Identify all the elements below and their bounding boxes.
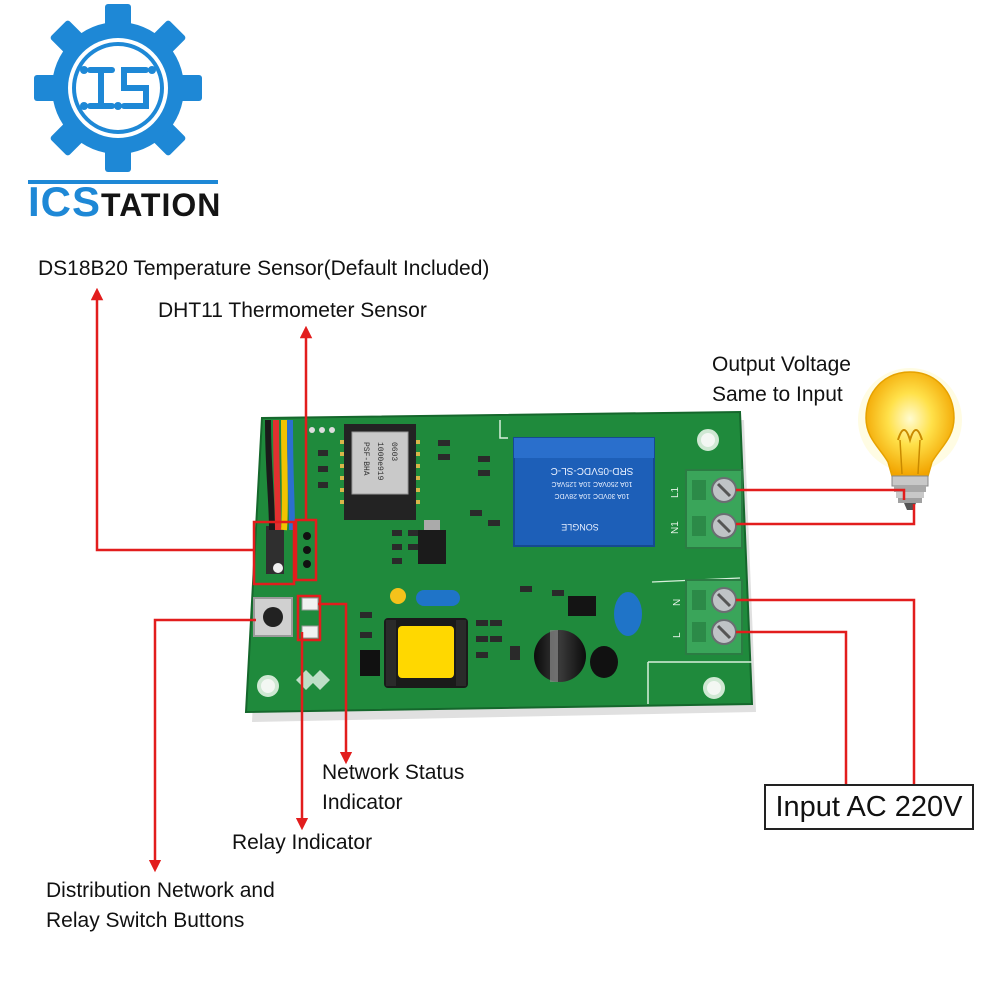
output-wire-1 [736, 488, 906, 500]
output-voltage-line2: Same to Input [712, 383, 843, 406]
input-wire-n [736, 598, 916, 786]
network-status-label: Network Status Indicator [322, 758, 464, 818]
relay-board: PSF-BHA 1000e919 0603 SRD-05VDC-SL-C 10A [244, 410, 756, 722]
input-voltage-label: Input AC 220V [764, 784, 974, 830]
terminal-label-l1: L1 [670, 486, 681, 498]
output-voltage-line1: Output Voltage [712, 353, 851, 376]
ds18b20-label: DS18B20 Temperature Sensor(Default Inclu… [38, 254, 489, 284]
network-status-line1: Network Status [322, 761, 465, 784]
buttons-label: Distribution Network and Relay Switch Bu… [46, 876, 275, 936]
ds18b20-highlight [252, 520, 296, 586]
output-terminal [685, 469, 743, 549]
relay-text-4: SONGLE [561, 522, 599, 532]
dht11-label: DHT11 Thermometer Sensor [158, 296, 427, 326]
relay-text-3: 10A 30VDC 10A 28VDC [554, 492, 629, 499]
network-indicator-arrow [318, 602, 353, 765]
brand-name-part2: TATION [101, 187, 222, 223]
relay-text-2: 10A 250VAC 10A 125VAC [551, 480, 632, 487]
buttons-label-line1: Distribution Network and [46, 879, 275, 902]
logo-gear-icon [28, 4, 218, 184]
relay-indicator-text: Relay Indicator [232, 831, 373, 854]
module-text-1: PSF-BHA [361, 442, 370, 476]
network-status-line2: Indicator [322, 791, 403, 814]
ds18b20-arrow [90, 287, 254, 552]
terminal-label-n: N [672, 599, 683, 606]
relay-text-1: SRD-05VDC-SL-C [551, 465, 634, 476]
relay-indicator-label: Relay Indicator [232, 828, 372, 858]
module-text-2: 1000e919 [375, 442, 384, 481]
terminal-label-l: L [672, 632, 683, 638]
buttons-arrow [148, 618, 256, 873]
output-voltage-label: Output Voltage Same to Input [712, 350, 851, 410]
light-bulb-icon [858, 368, 962, 510]
input-terminal [685, 579, 743, 655]
ds18b20-label-text: DS18B20 Temperature Sensor(Default Inclu… [38, 257, 490, 280]
brand-name-part1: ICS [28, 178, 102, 225]
output-wire-2 [736, 504, 916, 526]
led-highlight [296, 594, 322, 642]
module-text-3: 0603 [389, 442, 398, 461]
terminal-label-n1: N1 [670, 521, 681, 534]
dht11-label-text: DHT11 Thermometer Sensor [158, 299, 427, 322]
input-wire-l [736, 630, 848, 786]
buttons-label-line2: Relay Switch Buttons [46, 909, 245, 932]
brand-name: ICSTATION [28, 178, 221, 226]
